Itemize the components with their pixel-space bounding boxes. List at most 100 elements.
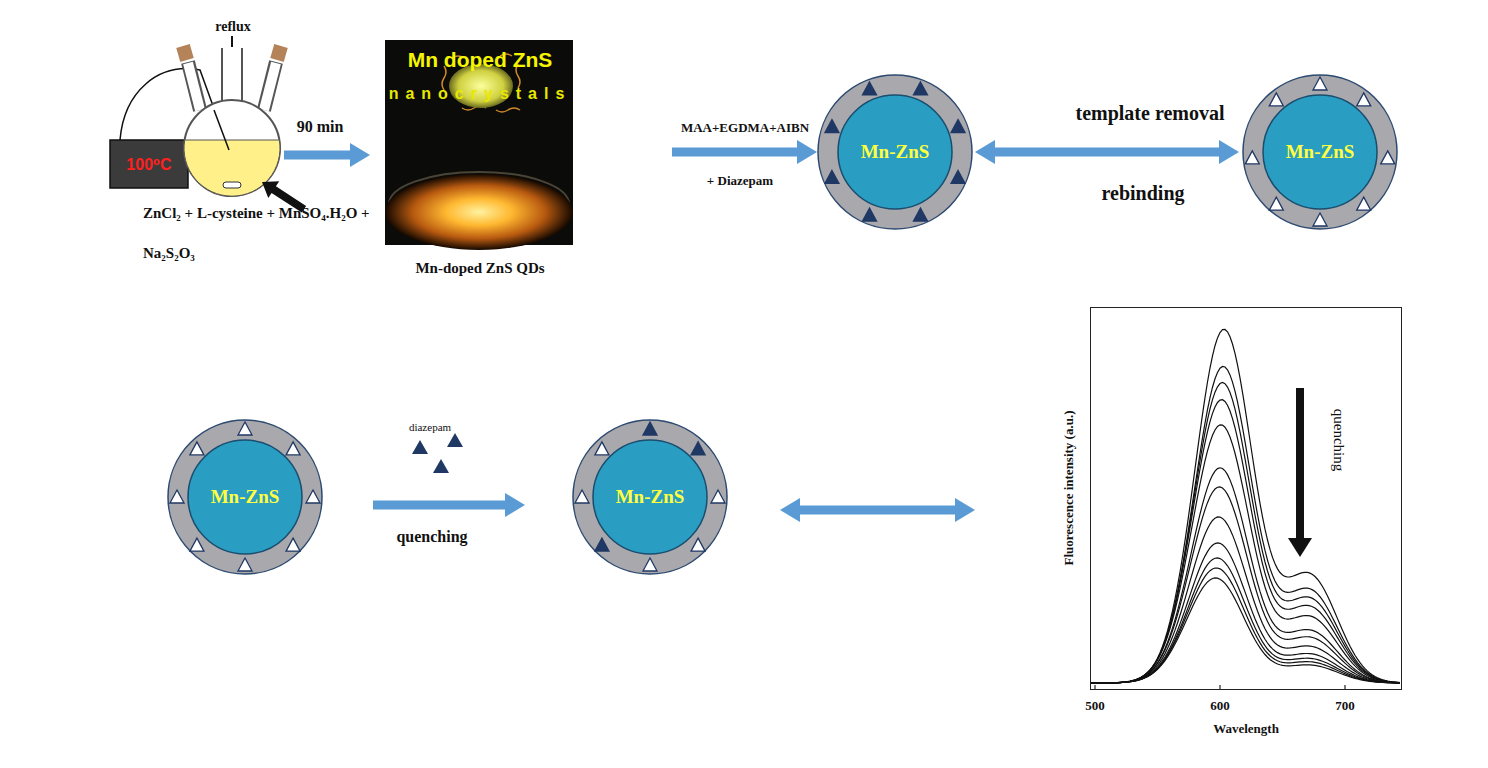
empty-cavity xyxy=(711,490,725,503)
quantum-dot-core xyxy=(1263,95,1377,209)
axis-title: Fluorescence intensity (a.u.) xyxy=(1061,410,1077,565)
empty-cavity xyxy=(1357,93,1371,106)
reagent-list: ZnCl₂ + L-cysteine + MnSO₄.H₂O + Na₂S₂O₃ xyxy=(143,193,398,273)
side-neck-bore xyxy=(264,63,276,110)
empty-cavity xyxy=(575,490,589,503)
process-arrow xyxy=(373,501,505,510)
process-arrow xyxy=(995,148,1219,157)
spectrum-curve xyxy=(1090,543,1400,683)
template-triangle xyxy=(412,440,428,454)
imprinted-particle: Mn-ZnS xyxy=(817,74,973,230)
empty-cavity xyxy=(286,538,300,551)
quantum-dot-core xyxy=(188,440,302,554)
bound-template xyxy=(825,120,839,133)
empty-cavity xyxy=(306,490,320,503)
spectrum-curve xyxy=(1090,568,1400,683)
diazepam-molecules xyxy=(412,433,463,473)
core-label: Mn-ZnS xyxy=(861,141,930,163)
polymer-shell xyxy=(573,420,727,574)
photo-subtitle: nanocrystals xyxy=(389,85,572,103)
side-neck xyxy=(188,62,200,110)
spectrum-curve xyxy=(1090,468,1400,683)
empty-cavity xyxy=(1313,77,1327,90)
stir-bar xyxy=(223,182,241,188)
tick-label: 500 xyxy=(1085,698,1105,714)
center-neck-bore xyxy=(223,47,241,104)
template-triangle xyxy=(447,433,463,447)
powder-heap xyxy=(385,174,573,250)
tick-label: 600 xyxy=(1210,698,1230,714)
spectrum-curve xyxy=(1090,329,1400,683)
imprinted-particle: Mn-ZnS xyxy=(1242,74,1398,230)
process-note: reflux xyxy=(215,19,251,35)
step-label: 90 min xyxy=(297,118,344,136)
thermocouple-probe xyxy=(214,110,229,150)
step-label: quenching xyxy=(396,528,467,546)
axis-title: Wavelength xyxy=(1213,721,1279,737)
step-label: template removal xyxy=(1075,102,1224,125)
bound-template xyxy=(863,82,877,95)
empty-cavity xyxy=(1381,151,1395,164)
temperature-readout: 100⁰C xyxy=(126,155,171,174)
imprinted-particle: Mn-ZnS xyxy=(572,419,728,575)
photo-caption: Mn-doped ZnS QDs xyxy=(415,260,544,277)
spectrum-curve xyxy=(1090,578,1400,683)
bound-template xyxy=(913,82,927,95)
ligand-strand xyxy=(496,108,520,112)
empty-cavity xyxy=(286,442,300,455)
empty-cavity xyxy=(238,558,252,571)
side-neck xyxy=(264,62,276,110)
bound-template xyxy=(951,120,965,133)
process-arrow xyxy=(800,506,955,515)
core-label: Mn-ZnS xyxy=(616,486,685,508)
polymer-shell xyxy=(168,420,322,574)
empty-cavity xyxy=(691,538,705,551)
process-note: rebinding xyxy=(1102,182,1185,205)
bound-template xyxy=(913,208,927,221)
empty-cavity xyxy=(238,422,252,435)
empty-cavity xyxy=(595,442,609,455)
process-arrow xyxy=(672,148,797,157)
quenching-arrow-head xyxy=(1288,538,1312,557)
bound-template xyxy=(595,538,609,551)
flask-body xyxy=(184,100,280,196)
side-neck-bore xyxy=(188,63,200,110)
bound-template xyxy=(863,208,877,221)
empty-cavity xyxy=(190,538,204,551)
spectrum-curve xyxy=(1090,382,1400,683)
stopper xyxy=(277,46,281,60)
temperature-display xyxy=(110,140,188,188)
empty-cavity xyxy=(1313,213,1327,226)
bound-template xyxy=(825,170,839,183)
spectrum-curve xyxy=(1090,425,1400,683)
spectrum-curve xyxy=(1090,517,1400,683)
imprinted-particle: Mn-ZnS xyxy=(167,419,323,575)
template-triangle xyxy=(433,459,449,473)
core-label: Mn-ZnS xyxy=(211,486,280,508)
synthesis-apparatus: ZnCl₂ + L-cysteine + MnSO₄.H₂O + Na₂S₂O₃ xyxy=(178,40,290,200)
analyte-label: diazepam xyxy=(409,421,451,433)
reagent-note: + Diazepam xyxy=(707,173,773,189)
empty-cavity xyxy=(170,490,184,503)
nanocrystal-photo: Mn doped ZnSnanocrystalsMn-doped ZnS QDs xyxy=(385,40,573,245)
process-arrow xyxy=(284,151,350,160)
quenching-arrow-shaft xyxy=(1296,388,1304,540)
spectrum-curve xyxy=(1090,558,1400,683)
spectrum-curve xyxy=(1090,487,1400,683)
bound-template xyxy=(643,422,657,435)
quantum-dot-core xyxy=(593,440,707,554)
photo-title: Mn doped ZnS xyxy=(408,48,553,72)
center-neck xyxy=(221,48,243,104)
bound-template xyxy=(691,442,705,455)
empty-cavity xyxy=(643,558,657,571)
stopper xyxy=(183,46,187,60)
spectrum-chart: Fluorescence intensity (a.u.)Wavelength xyxy=(1090,307,1402,690)
core-label: Mn-ZnS xyxy=(1286,141,1355,163)
spectrum-curve xyxy=(1090,400,1400,683)
step-label: MAA+EGDMA+AIBN xyxy=(681,120,809,136)
emission-spectra xyxy=(1090,329,1400,683)
tick-label: 700 xyxy=(1335,698,1355,714)
bound-template xyxy=(951,170,965,183)
empty-cavity xyxy=(1245,151,1259,164)
